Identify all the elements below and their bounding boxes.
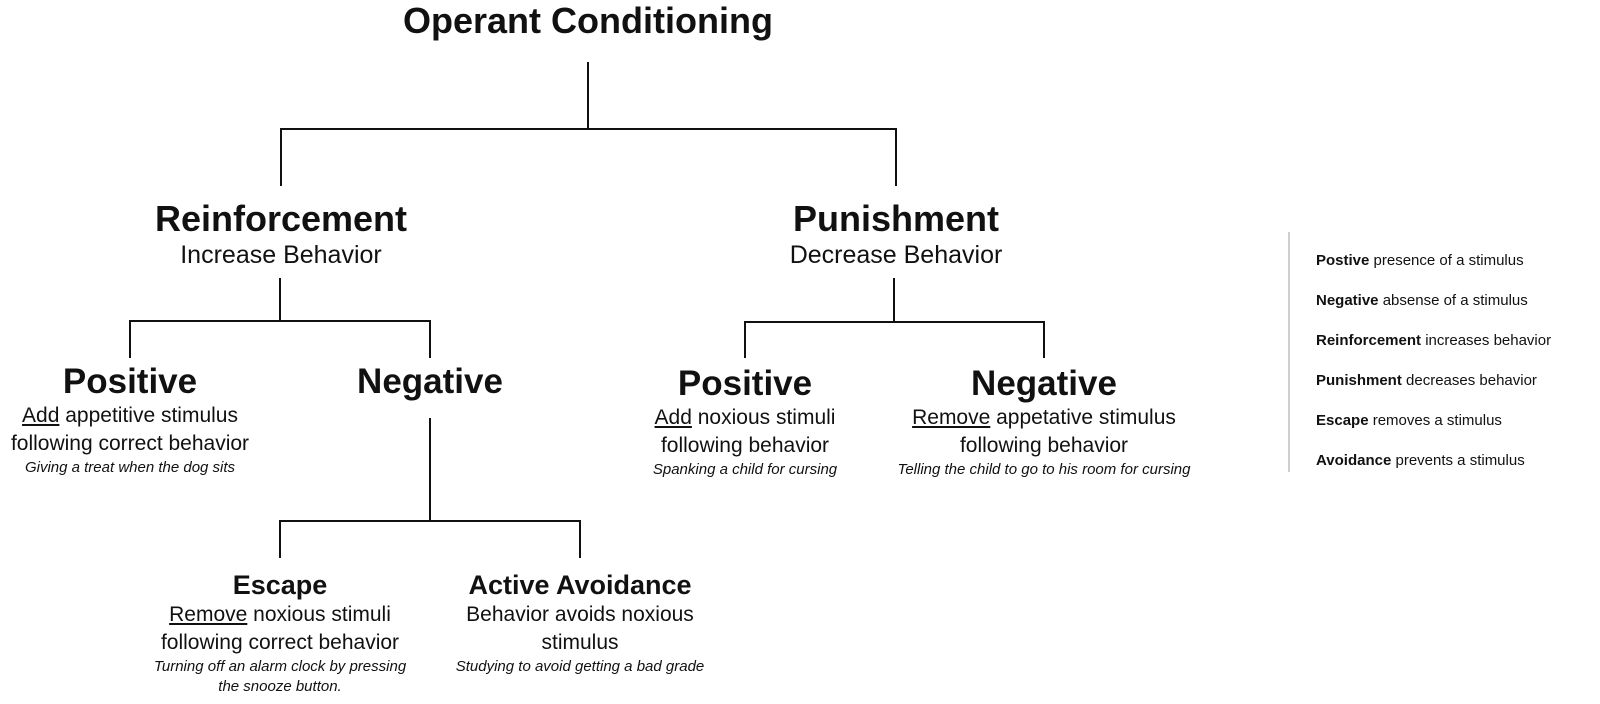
punishment-positive-desc-rest: noxious stimuli bbox=[691, 406, 836, 430]
escape-desc-line2: following correct behavior bbox=[160, 630, 400, 654]
punishment-positive-example: Spanking a child for cursing bbox=[652, 461, 838, 479]
punishment-negative-example: Telling the child to go to his room for … bbox=[897, 461, 1191, 479]
avoidance-example: Studying to avoid getting a bad grade bbox=[455, 657, 705, 675]
punishment-positive-title: Positive bbox=[677, 364, 813, 403]
legend-row-avoidance: Avoidance prevents a stimulus bbox=[1316, 452, 1525, 469]
punishment-negative-desc-line2: following behavior bbox=[959, 434, 1129, 458]
punishment-negative-action: Remove bbox=[912, 406, 991, 430]
reinforcement-positive-action: Add bbox=[22, 404, 60, 428]
escape-title: Escape bbox=[232, 570, 328, 600]
punishment-negative-node: Negative Remove appetative stimulus foll… bbox=[884, 364, 1204, 480]
legend: Postive presence of a stimulus Negative … bbox=[1288, 232, 1590, 472]
legend-row-negative: Negative absense of a stimulus bbox=[1316, 292, 1528, 309]
reinforcement-positive-example: Giving a treat when the dog sits bbox=[24, 459, 236, 477]
punishment-positive-node: Positive Add noxious stimuli following b… bbox=[615, 364, 875, 480]
reinforcement-title: Reinforcement bbox=[154, 198, 408, 239]
reinforcement-positive-desc: Add appetitive stimulus bbox=[0, 402, 270, 430]
punishment-positive-desc-line2: following behavior bbox=[660, 434, 830, 458]
escape-action: Remove bbox=[169, 603, 248, 627]
reinforcement-positive-desc-rest: appetitive stimulus bbox=[59, 404, 238, 428]
avoidance-node: Active Avoidance Behavior avoids noxious… bbox=[440, 570, 720, 677]
reinforcement-positive-node: Positive Add appetitive stimulus followi… bbox=[0, 362, 270, 478]
legend-row-escape: Escape removes a stimulus bbox=[1316, 412, 1502, 429]
avoidance-desc-line1: Behavior avoids noxious bbox=[466, 603, 694, 627]
legend-row-reinforcement: Reinforcement increases behavior bbox=[1316, 332, 1551, 349]
legend-definition: removes a stimulus bbox=[1368, 412, 1502, 429]
legend-term: Escape bbox=[1316, 412, 1369, 429]
legend-definition: presence of a stimulus bbox=[1369, 252, 1524, 269]
reinforcement-positive-title: Positive bbox=[62, 362, 198, 401]
punishment-negative-desc-rest: appetative stimulus bbox=[990, 406, 1176, 430]
reinforcement-negative-node: Negative bbox=[330, 362, 530, 402]
punishment-subtitle: Decrease Behavior bbox=[789, 241, 1003, 270]
legend-row-positive: Postive presence of a stimulus bbox=[1316, 252, 1524, 269]
punishment-negative-title: Negative bbox=[971, 364, 1117, 403]
avoidance-title: Active Avoidance bbox=[468, 570, 692, 600]
reinforcement-positive-desc-line2: following correct behavior bbox=[10, 432, 250, 456]
escape-example-line2: the snooze button. bbox=[218, 678, 342, 696]
legend-term: Postive bbox=[1316, 252, 1370, 269]
punishment-negative-desc: Remove appetative stimulus bbox=[884, 404, 1204, 432]
punishment-title: Punishment bbox=[792, 198, 999, 239]
legend-term: Avoidance bbox=[1316, 452, 1392, 469]
punishment-node: Punishment Decrease Behavior bbox=[746, 198, 1046, 270]
legend-definition: prevents a stimulus bbox=[1391, 452, 1525, 469]
reinforcement-subtitle: Increase Behavior bbox=[180, 241, 382, 270]
escape-node: Escape Remove noxious stimuli following … bbox=[140, 570, 420, 697]
root-title: Operant Conditioning bbox=[403, 0, 773, 41]
legend-term: Reinforcement bbox=[1316, 332, 1422, 349]
escape-example-line1: Turning off an alarm clock by pressing bbox=[153, 657, 407, 675]
legend-row-punishment: Punishment decreases behavior bbox=[1316, 372, 1537, 389]
punishment-positive-desc: Add noxious stimuli bbox=[615, 404, 875, 432]
escape-desc: Remove noxious stimuli bbox=[140, 601, 420, 629]
punishment-positive-action: Add bbox=[654, 406, 692, 430]
legend-definition: decreases behavior bbox=[1401, 372, 1537, 389]
legend-term: Punishment bbox=[1316, 372, 1402, 389]
legend-definition: increases behavior bbox=[1421, 332, 1552, 349]
escape-desc-rest: noxious stimuli bbox=[247, 603, 391, 627]
reinforcement-negative-title: Negative bbox=[357, 362, 503, 401]
legend-term: Negative bbox=[1316, 292, 1379, 309]
avoidance-desc-line2: stimulus bbox=[541, 630, 619, 654]
legend-definition: absense of a stimulus bbox=[1378, 292, 1528, 309]
reinforcement-node: Reinforcement Increase Behavior bbox=[131, 198, 431, 270]
